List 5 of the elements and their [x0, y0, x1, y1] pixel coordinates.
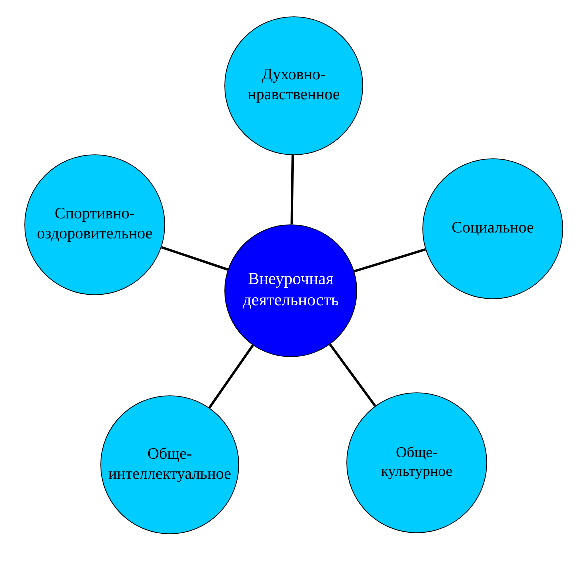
connector-line [329, 344, 376, 407]
connector-line [161, 246, 228, 271]
connector-line [290, 155, 294, 225]
connector-line [208, 344, 254, 409]
connector-line [354, 248, 426, 273]
